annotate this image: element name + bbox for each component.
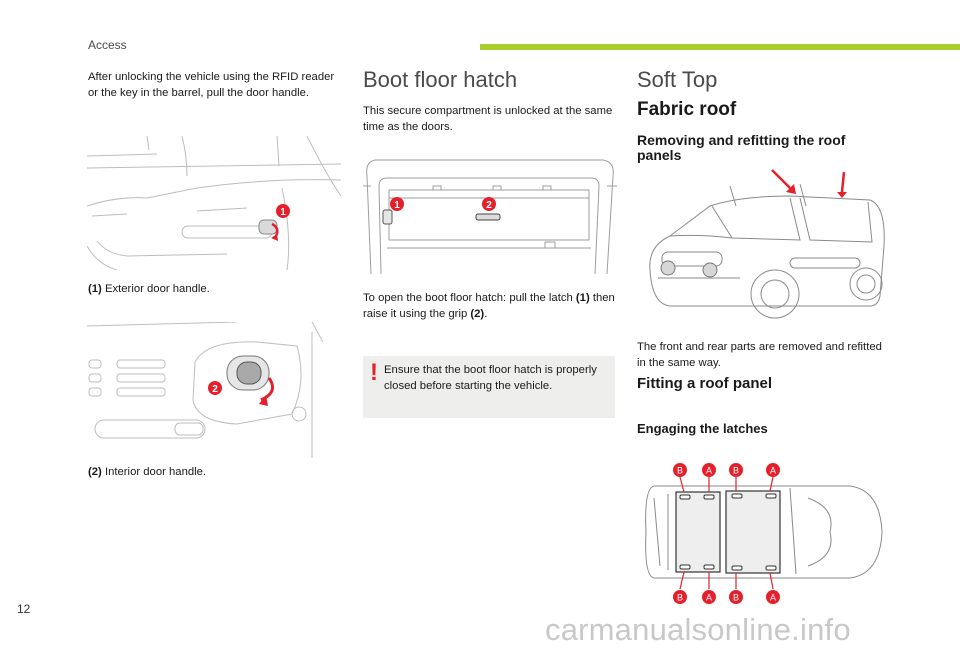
latch-label-top-1: B bbox=[677, 466, 683, 476]
latch-label-bottom-3: B bbox=[733, 593, 739, 603]
latch-badge-top-1 bbox=[673, 463, 687, 477]
latch-label-bottom-2: A bbox=[706, 593, 712, 603]
interior-door-illustration: 2 bbox=[87, 322, 323, 458]
warning-box bbox=[363, 356, 615, 418]
hatch-marker-1-badge bbox=[390, 197, 404, 211]
boot-hatch-title: Boot floor hatch bbox=[363, 67, 518, 92]
hatch-marker-1-label: 1 bbox=[394, 200, 400, 211]
fabric-roof-heading: Fabric roof bbox=[637, 99, 737, 120]
latch-label-top-4: A bbox=[770, 466, 776, 476]
left-intro-text: After unlocking the vehicle using the RF… bbox=[88, 71, 335, 99]
latch-label-bottom-4: A bbox=[770, 593, 776, 603]
latch-badge-bottom-2 bbox=[702, 590, 716, 604]
latch-badge-top-3 bbox=[729, 463, 743, 477]
section-label: Access bbox=[88, 38, 127, 52]
latch-badge-bottom-1 bbox=[673, 590, 687, 604]
section-accent-bar bbox=[480, 44, 960, 50]
page-number: 12 bbox=[17, 602, 31, 616]
latch-badge-bottom-3 bbox=[729, 590, 743, 604]
engaging-latches-heading: Engaging the latches bbox=[637, 421, 768, 436]
interior-handle-caption: (2) Interior door handle. bbox=[88, 466, 207, 478]
fitting-roof-panel-heading: Fitting a roof panel bbox=[637, 375, 772, 392]
car-soft-top-illustration bbox=[649, 169, 885, 319]
boot-hatch-illustration: 1 2 bbox=[363, 159, 617, 274]
marker-1-badge bbox=[276, 204, 290, 218]
roof-latches-diagram: B A B A B A B A bbox=[645, 463, 883, 604]
same-way-text: The front and rear parts are removed and… bbox=[637, 341, 882, 369]
latch-label-top-2: A bbox=[706, 466, 712, 476]
watermark: carmanualsonline.info bbox=[545, 612, 851, 647]
latch-label-bottom-1: B bbox=[677, 593, 683, 603]
latch-badge-bottom-4 bbox=[766, 590, 780, 604]
boot-hatch-intro: This secure compartment is unlocked at t… bbox=[363, 105, 613, 133]
latch-badge-top-4 bbox=[766, 463, 780, 477]
removing-refitting-heading: Removing and refitting the roof panels bbox=[637, 132, 846, 163]
boot-hatch-instruction: To open the boot floor hatch: pull the l… bbox=[363, 292, 615, 320]
latch-label-top-3: B bbox=[733, 466, 739, 476]
exterior-door-illustration: 1 bbox=[87, 136, 341, 270]
marker-2-badge bbox=[208, 381, 222, 395]
soft-top-title: Soft Top bbox=[637, 67, 718, 92]
latch-badge-top-2 bbox=[702, 463, 716, 477]
marker-2-label: 2 bbox=[212, 384, 218, 395]
warning-icon: ! bbox=[370, 359, 378, 386]
exterior-handle-caption: (1) Exterior door handle. bbox=[88, 283, 210, 295]
marker-1-label: 1 bbox=[280, 207, 286, 218]
hatch-marker-2-badge bbox=[482, 197, 496, 211]
hatch-marker-2-label: 2 bbox=[486, 200, 492, 211]
warning-text: Ensure that the boot floor hatch is prop… bbox=[384, 364, 597, 392]
